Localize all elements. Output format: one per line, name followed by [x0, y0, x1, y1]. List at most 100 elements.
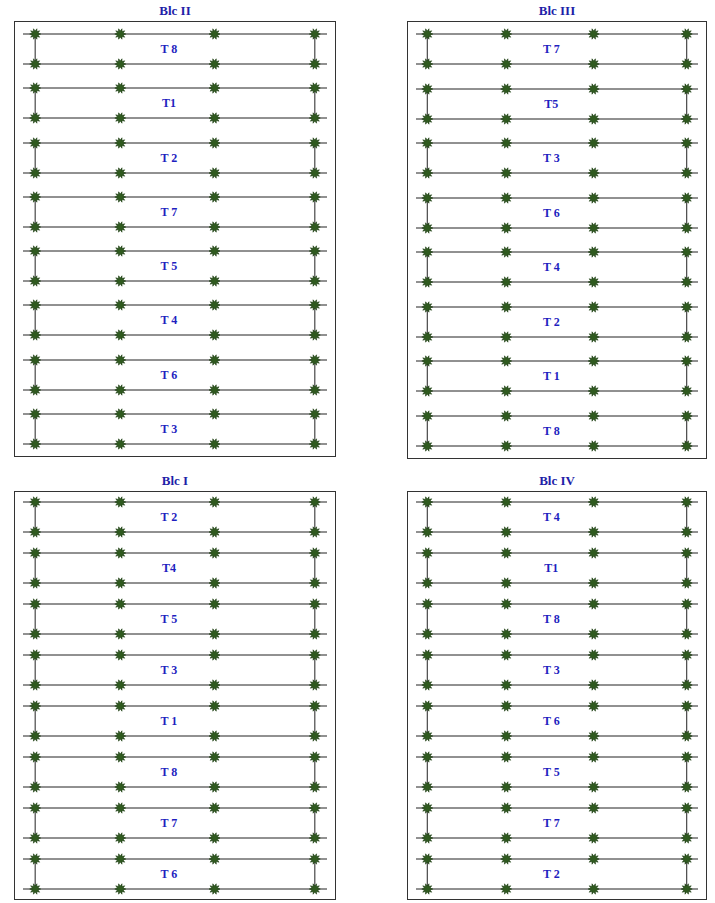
plot-line	[35, 655, 36, 685]
tree-symbol	[115, 853, 126, 863]
tree-symbol	[501, 832, 512, 842]
plot-line	[427, 757, 428, 787]
plot-line	[35, 553, 36, 583]
plot-row: T5	[416, 89, 698, 119]
tree-symbol	[209, 883, 220, 893]
tree-symbol	[422, 497, 433, 507]
tree-symbol	[501, 680, 512, 690]
tree-symbol	[209, 599, 220, 609]
tree-symbol	[209, 650, 220, 660]
tree-symbol	[681, 680, 692, 690]
treatment-label: T 5	[543, 766, 560, 778]
plot-line	[23, 413, 327, 414]
tree-symbol	[422, 883, 433, 893]
plot-line	[23, 443, 327, 444]
treatment-label: T 2	[161, 152, 178, 164]
plot-row: T 3	[416, 655, 698, 685]
tree-symbol	[30, 731, 41, 741]
plot-line	[23, 281, 327, 282]
tree-symbol	[209, 167, 220, 177]
tree-symbol	[209, 83, 220, 93]
plot-line	[23, 553, 327, 554]
plot-line	[686, 655, 687, 685]
tree-symbol	[588, 84, 599, 94]
plot-line	[23, 807, 327, 808]
plot-line	[416, 837, 698, 838]
tree-symbol	[309, 439, 320, 449]
plot-line	[314, 34, 315, 64]
tree-symbol	[309, 113, 320, 123]
tree-symbol	[422, 680, 433, 690]
tree-symbol	[115, 384, 126, 394]
treatment-label: T 7	[543, 43, 560, 55]
plot-line	[314, 88, 315, 118]
tree-symbol	[501, 168, 512, 178]
tree-symbol	[501, 84, 512, 94]
tree-symbol	[30, 782, 41, 792]
tree-symbol	[309, 832, 320, 842]
tree-symbol	[588, 356, 599, 366]
tree-symbol	[30, 439, 41, 449]
tree-symbol	[422, 411, 433, 421]
treatment-label: T 3	[543, 664, 560, 676]
tree-symbol	[501, 802, 512, 812]
plot-row: T 7	[416, 34, 698, 64]
tree-symbol	[309, 680, 320, 690]
plot-line	[23, 335, 327, 336]
plot-row: T 1	[23, 706, 327, 736]
tree-symbol	[588, 578, 599, 588]
block-title: Blc I	[15, 473, 335, 489]
tree-symbol	[422, 332, 433, 342]
plot-line	[23, 756, 327, 757]
tree-symbol	[588, 832, 599, 842]
tree-symbol	[588, 332, 599, 342]
tree-symbol	[681, 223, 692, 233]
tree-symbol	[501, 548, 512, 558]
plot-line	[35, 808, 36, 838]
tree-symbol	[588, 599, 599, 609]
tree-symbol	[30, 354, 41, 364]
treatment-label: T 3	[161, 423, 178, 435]
tree-symbol	[309, 527, 320, 537]
tree-symbol	[681, 138, 692, 148]
tree-symbol	[588, 680, 599, 690]
plot-row: T 8	[23, 757, 327, 787]
plot-row: T 7	[416, 808, 698, 838]
tree-symbol	[309, 629, 320, 639]
tree-symbol	[115, 782, 126, 792]
plot-row: T 6	[416, 198, 698, 228]
tree-symbol	[422, 247, 433, 257]
plot-line	[427, 361, 428, 391]
tree-symbol	[209, 629, 220, 639]
tree-symbol	[681, 599, 692, 609]
tree-symbol	[588, 386, 599, 396]
tree-symbol	[115, 222, 126, 232]
tree-symbol	[681, 752, 692, 762]
tree-symbol	[501, 411, 512, 421]
plot-line	[314, 360, 315, 390]
plot-line	[23, 888, 327, 889]
tree-symbol	[422, 441, 433, 451]
tree-symbol	[30, 802, 41, 812]
plot-line	[416, 685, 698, 686]
plot-row: T 4	[416, 252, 698, 282]
tree-symbol	[115, 629, 126, 639]
tree-symbol	[422, 29, 433, 39]
plot-line	[686, 808, 687, 838]
tree-symbol	[30, 883, 41, 893]
tree-symbol	[588, 114, 599, 124]
tree-symbol	[309, 276, 320, 286]
tree-symbol	[422, 114, 433, 124]
plot-line	[416, 282, 698, 283]
tree-symbol	[588, 731, 599, 741]
tree-symbol	[309, 354, 320, 364]
plot-line	[416, 361, 698, 362]
tree-symbol	[501, 599, 512, 609]
tree-symbol	[501, 332, 512, 342]
block-frame: Blc IIT 8T1T 2T 7T 5T 4T 6T 3	[14, 21, 336, 457]
tree-symbol	[588, 527, 599, 537]
treatment-label: T 4	[161, 314, 178, 326]
plot-line	[416, 252, 698, 253]
tree-symbol	[115, 137, 126, 147]
tree-symbol	[115, 29, 126, 39]
